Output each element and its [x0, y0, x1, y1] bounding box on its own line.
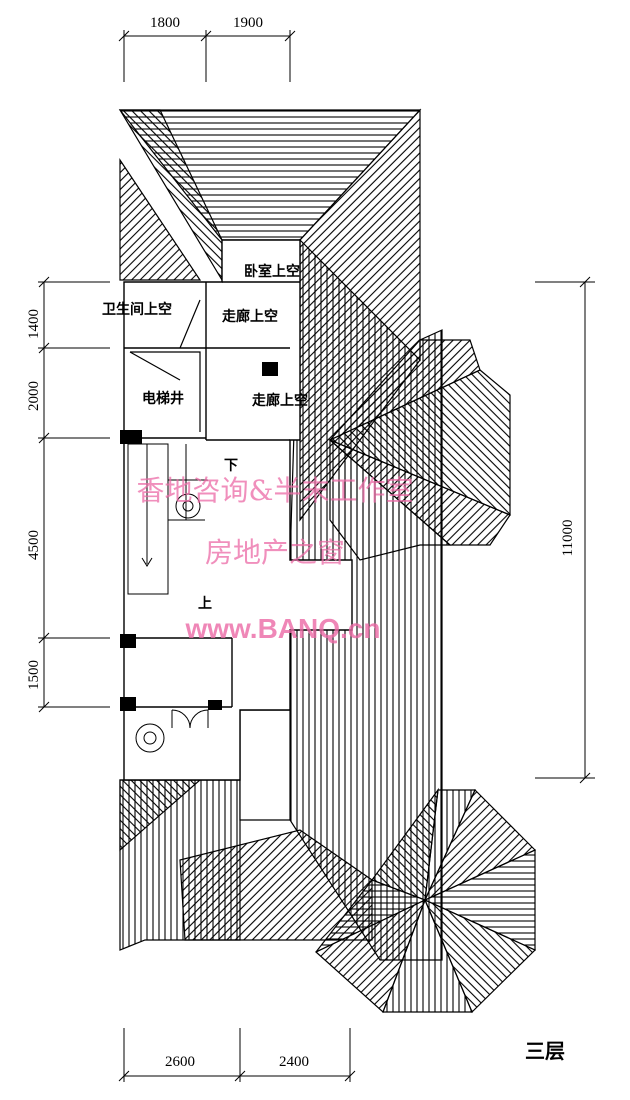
dimension-bottom-1: 2600: [165, 1054, 195, 1070]
dimension-left-1: 1400: [26, 309, 42, 339]
elevator-shaft-outline: [129, 299, 201, 432]
dimension-bottom: [118, 1028, 356, 1082]
door-icon: [171, 709, 209, 729]
stairs: [127, 443, 208, 595]
room-label-bathroom-void: 卫生间上空: [102, 301, 172, 318]
structure-columns: [120, 362, 278, 711]
room-label-corridor-void-2: 走廊上空: [252, 392, 308, 409]
dimension-left: [38, 276, 110, 713]
dimension-left-4: 1500: [26, 660, 42, 690]
watermark-line-1: 香地咨询&半末工作室: [137, 474, 414, 507]
room-label-bedroom-void: 卧室上空: [244, 263, 300, 280]
room-label-corridor-void-1: 走廊上空: [222, 308, 278, 325]
dimension-top-1: 1800: [150, 15, 180, 31]
dimension-right: [535, 276, 595, 784]
watermark-line-2: 房地产之窗: [205, 536, 345, 569]
dimension-left-3: 4500: [26, 530, 42, 560]
interior-floor: [123, 239, 353, 781]
stair-label-up: 上: [198, 596, 212, 612]
dimension-bottom-2: 2400: [279, 1054, 309, 1070]
dimension-left-2: 2000: [26, 381, 42, 411]
plant-icon: [135, 493, 201, 753]
floor-label: 三层: [525, 1039, 565, 1063]
roof-bay-window: [328, 339, 511, 561]
dimension-top-2: 1900: [233, 15, 263, 31]
dimension-top: [118, 30, 296, 82]
watermark-url: www.BANQ.cn: [185, 613, 381, 644]
dimension-right-1: 11000: [560, 520, 576, 557]
roof-octagon-tower: [314, 787, 537, 1014]
room-label-elevator-shaft: 电梯井: [142, 390, 184, 407]
stair-label-down: 下: [224, 458, 238, 474]
